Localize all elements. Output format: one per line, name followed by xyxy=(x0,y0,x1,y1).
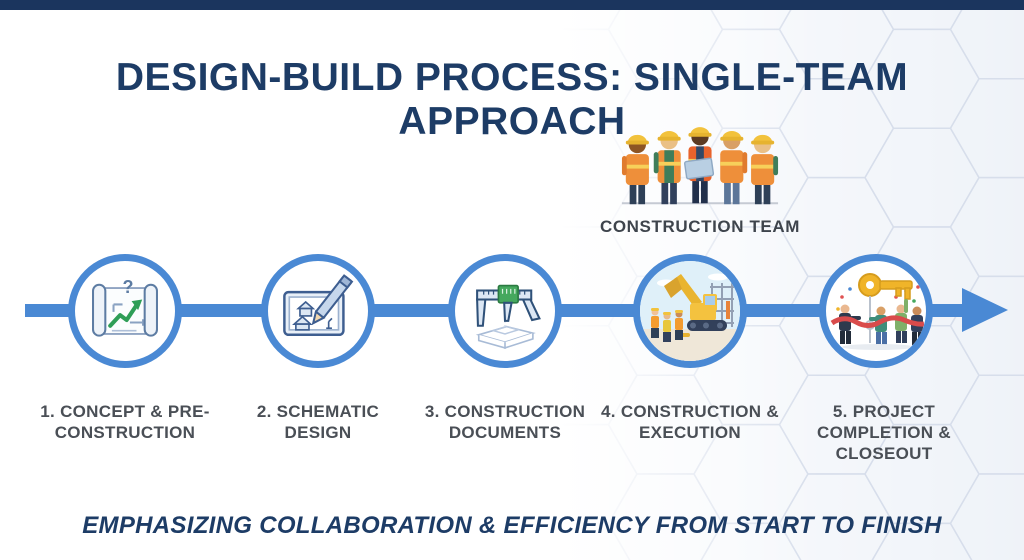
excavation-site-icon xyxy=(640,261,740,361)
step-label-2: 2. SCHEMATIC DESIGN xyxy=(256,402,380,442)
construction-team-label: CONSTRUCTION TEAM xyxy=(599,217,801,236)
schematic-design-icon xyxy=(283,274,354,337)
step-circle-4 xyxy=(633,254,747,368)
blueprint-growth-icon: ? xyxy=(91,277,159,337)
step-circle-5 xyxy=(819,254,933,368)
svg-text:?: ? xyxy=(123,277,134,297)
construction-team-illustration xyxy=(621,127,779,205)
step-circle-2 xyxy=(261,254,375,368)
page-title: DESIGN-BUILD PROCESS: SINGLE-TEAM APPROA… xyxy=(115,56,909,144)
step-label-4: 4. CONSTRUCTION & EXECUTION xyxy=(601,402,779,442)
construction-team-figure: CONSTRUCTION TEAM xyxy=(598,104,802,237)
step-label-1: 1. CONCEPT & PRE-CONSTRUCTION xyxy=(40,402,210,442)
step-label-3: 3. CONSTRUCTION DOCUMENTS xyxy=(424,402,586,442)
top-accent-bar xyxy=(0,0,1024,10)
footer-tagline: EMPHASIZING COLLABORATION & EFFICIENCY F… xyxy=(82,512,942,539)
key-handover-icon xyxy=(830,273,925,350)
timeline-arrowhead-icon xyxy=(962,288,1008,332)
step-circle-3 xyxy=(448,254,562,368)
step-label-5: 5. PROJECT COMPLETION & CLOSEOUT xyxy=(817,402,951,463)
step-circle-1: ? xyxy=(68,254,182,368)
caliper-measure-icon xyxy=(475,284,541,350)
